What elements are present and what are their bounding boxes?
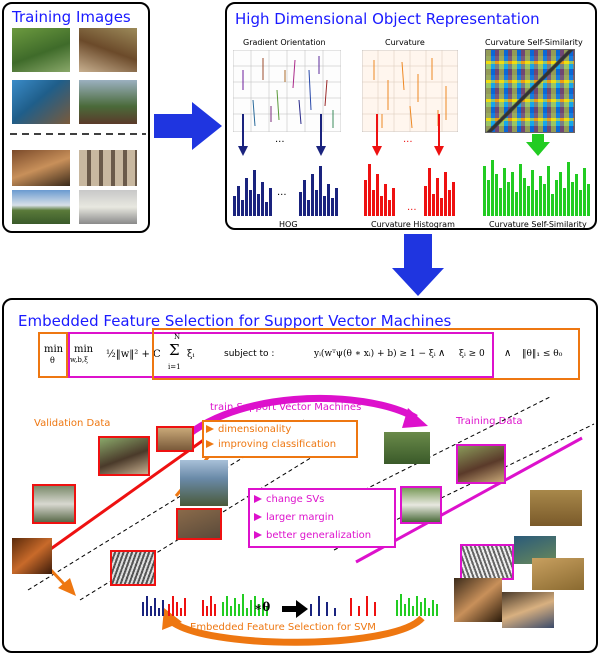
sum-bottom: i=1 <box>168 363 181 371</box>
magenta-arrow-icon <box>254 531 262 539</box>
hog-label: HOG <box>279 220 298 229</box>
training-images-title: Training Images <box>12 8 131 26</box>
validation-image-7 <box>110 550 156 586</box>
theta-norm-constraint: ‖θ‖₁ ≤ θ₀ <box>522 349 563 359</box>
training-image-9 <box>502 592 554 628</box>
training-thumb-horse-4 <box>79 80 137 124</box>
representation-panel: High Dimensional Object Representation G… <box>225 2 597 230</box>
curvature-self-similarity-bottom-label: Curvature Self-Similarity <box>489 220 587 229</box>
min-theta: min <box>44 344 64 355</box>
training-thumb-building <box>79 150 137 186</box>
magenta-bullet-2: better generalization <box>254 530 371 541</box>
validation-image-2 <box>98 436 150 476</box>
constraints-box <box>152 328 580 380</box>
training-images-panel: Training Images <box>2 2 150 233</box>
representation-title: High Dimensional Object Representation <box>235 10 540 28</box>
feature-vector-after <box>310 594 438 616</box>
training-thumb-horse-3 <box>12 80 70 124</box>
svm-objective-box <box>68 332 494 378</box>
training-thumb-people <box>12 150 70 186</box>
arrow-to-embedded <box>392 234 444 296</box>
magenta-arrow-icon <box>254 513 262 521</box>
margin-constraint: yᵢ(wᵀψ(θ ∗ xᵢ) + b) ≥ 1 − ξᵢ <box>314 349 436 359</box>
dots-curv-top: ... <box>403 134 413 145</box>
dots-hog-top: ... <box>275 134 285 145</box>
embedded-fs-svm-label: Embedded Feature Selection for SVM <box>190 622 376 633</box>
min-theta-box <box>38 332 68 378</box>
curvature-histograms <box>364 164 455 216</box>
training-thumb-mountains <box>12 190 70 224</box>
curvature-histogram-label: Curvature Histogram <box>371 220 455 229</box>
dots-hog-mid: ... <box>277 187 287 198</box>
hog-histograms <box>233 166 338 216</box>
subject-to: subject to : <box>224 349 275 359</box>
curvature-self-similarity-top-label: Curvature Self-Similarity <box>485 38 583 47</box>
orange-bullet-text-1: improving classification <box>218 439 337 450</box>
arrow-to-representation <box>154 102 222 150</box>
orange-arrow-icon <box>206 440 214 448</box>
gradient-orientation-image <box>233 50 341 132</box>
min-wbxi-sub: w,b,ξ <box>70 356 88 364</box>
slack-term: ξᵢ <box>187 349 195 360</box>
validation-image-6 <box>12 538 52 574</box>
training-image-5 <box>460 544 514 580</box>
training-thumb-horse-2 <box>79 28 137 72</box>
slack-nonneg: ξᵢ ≥ 0 <box>459 349 485 359</box>
magenta-bullet-text-1: larger margin <box>266 512 334 523</box>
magenta-effects-box <box>248 488 396 548</box>
feature-vector-before <box>142 594 268 616</box>
training-image-3 <box>400 486 442 524</box>
magenta-arrow-icon <box>254 495 262 503</box>
and-2: ∧ <box>504 348 512 359</box>
validation-data-label: Validation Data <box>34 418 111 429</box>
training-image-1 <box>384 432 430 464</box>
orange-arrow-icon <box>206 425 214 433</box>
representation-arrows <box>238 114 550 156</box>
training-image-2 <box>456 444 506 484</box>
training-thumb-computer <box>79 190 137 224</box>
curvature-label: Curvature <box>385 38 425 47</box>
regularizer-term: ½‖w‖² + C <box>106 349 161 360</box>
dots-curv-mid: ... <box>407 202 417 213</box>
magenta-bullet-1: larger margin <box>254 512 334 523</box>
embedded-panel: Embedded Feature Selection for Support V… <box>2 298 598 653</box>
min-wbxi: min <box>74 344 94 355</box>
embedded-title: Embedded Feature Selection for Support V… <box>18 312 452 330</box>
validation-image-1 <box>156 426 194 452</box>
magenta-bullet-text-2: better generalization <box>266 530 372 541</box>
training-image-4 <box>530 490 582 526</box>
and-1: ∧ <box>438 348 446 359</box>
orange-effects-box <box>202 420 358 458</box>
orange-bullet-1: improving classification <box>206 439 336 450</box>
magenta-bullet-0: change SVs <box>254 494 324 505</box>
theta-operator: ∗θ <box>254 600 271 614</box>
orange-bullet-text-0: dimensionality <box>218 424 292 435</box>
training-data-label: Training Data <box>456 416 523 427</box>
self-similarity-histogram <box>483 160 590 216</box>
self-similarity-heatmap <box>485 49 575 133</box>
validation-image-3 <box>32 484 76 524</box>
magenta-bullet-text-0: change SVs <box>266 494 325 505</box>
validation-image-4 <box>180 460 228 506</box>
positive-negative-divider <box>10 133 146 135</box>
sum-symbol: Σ <box>169 341 180 359</box>
training-image-7 <box>532 558 584 590</box>
orange-bullet-0: dimensionality <box>206 424 291 435</box>
sum-top: N <box>174 333 181 341</box>
training-thumb-horse-1 <box>12 28 70 72</box>
gradient-orientation-label: Gradient Orientation <box>243 38 326 47</box>
validation-image-5 <box>176 508 222 540</box>
train-svm-label: train Support Vector Machines <box>210 402 362 413</box>
training-image-8 <box>454 578 502 622</box>
min-theta-sub: θ <box>50 356 55 365</box>
